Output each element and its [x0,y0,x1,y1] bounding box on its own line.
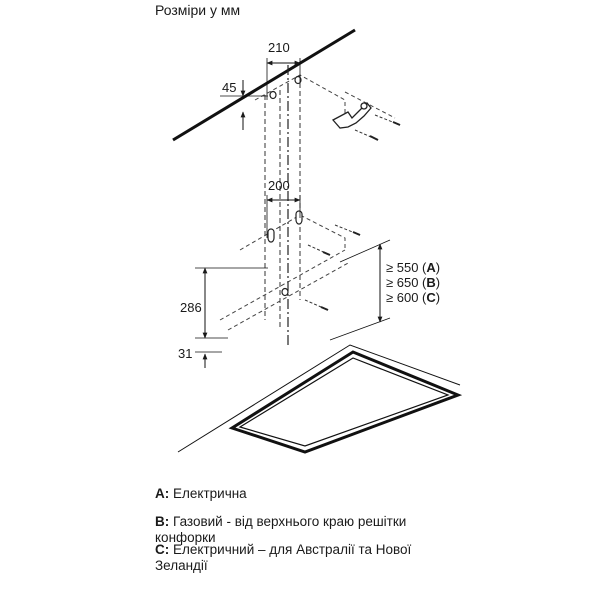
dim-label-200: 200 [268,178,290,193]
installation-diagram: 210 45 200 286 31 ≥ [172,28,463,454]
legend-text-b: Газовий - від верхнього краю решітки кон… [155,514,407,545]
legend-item-c: C: Електричний – для Австралії та Нової … [155,542,455,574]
dim-label-210: 210 [268,40,290,55]
dim-label-286: 286 [180,300,202,315]
legend-item-b: B: Газовий - від верхнього краю решітки … [155,514,455,546]
mid-screw-holes [267,210,303,297]
screw-tips-mid [320,231,361,311]
clearance-ext-bottom [329,317,391,341]
legend-text-a: Електрична [173,486,247,501]
page-title: Розміри у мм [155,2,241,18]
top-bracket-outline [254,74,396,119]
legend-item-a: A: Електрична [155,486,455,502]
clearance-ext-top [339,239,391,263]
legend-key-b: B: [155,514,170,529]
legend-key-a: A: [155,486,170,501]
dim-label-45: 45 [222,80,236,95]
legend-text-c: Електричний – для Австралії та Нової Зел… [155,542,412,573]
legend-key-c: C: [155,542,170,557]
dim-label-31: 31 [178,346,192,361]
chimney-guides [264,75,301,330]
ceiling-line [172,28,356,142]
screw-tips-top [369,121,401,141]
clearance-label-b: ≥ 650 (B) [386,275,440,290]
mid-bracket-outline [219,214,351,331]
wall-bracket [331,102,372,129]
clearance-label-c: ≥ 600 (C) [386,290,440,305]
cooktop [177,344,463,454]
top-screw-holes [269,75,302,100]
clearance-label-a: ≥ 550 (A) [386,260,440,275]
